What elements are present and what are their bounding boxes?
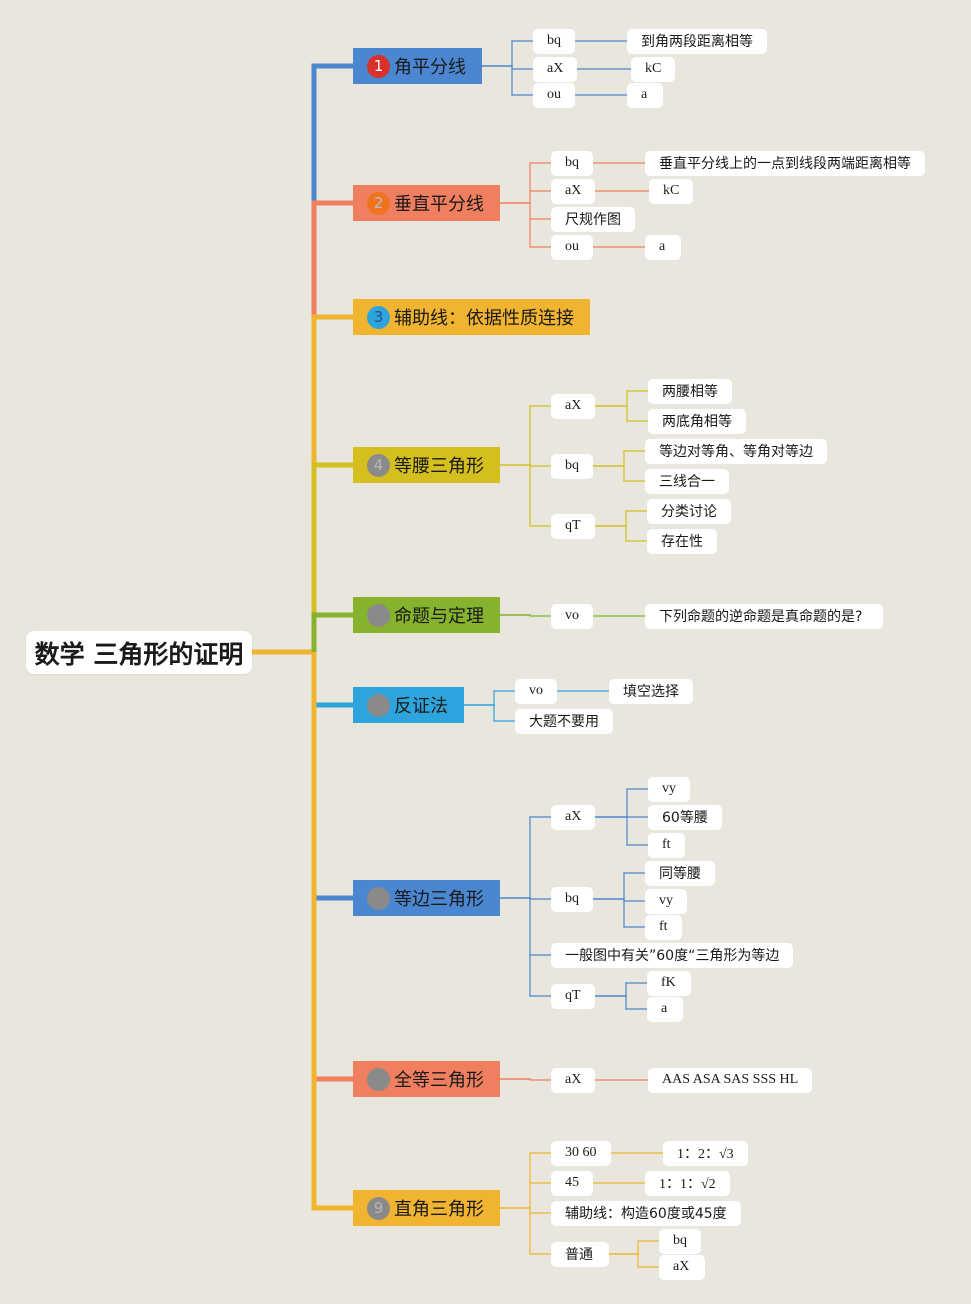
number-badge: 4 [367,453,390,477]
leaf-node[interactable]: 三线合一 [645,468,729,494]
number-badge: 9 [367,1196,390,1220]
branch-node[interactable]: 大题不要用 [515,708,613,734]
number-badge: 2 [367,191,390,215]
branch-node[interactable]: aX [533,56,578,82]
topic-label: 反证法 [394,696,448,717]
trunk-branch-7 [311,652,353,901]
branch-node[interactable]: bq [551,886,593,912]
leaf-node[interactable]: 到角两段距离相等 [627,28,767,54]
leaf-node[interactable]: bq [659,1228,701,1254]
leaf-node[interactable]: 垂直平分线上的一点到线段两端距离相等 [645,150,925,176]
number-badge: 1 [367,54,390,78]
leaf-node[interactable]: vy [648,776,690,802]
branch-node[interactable]: aX [551,1067,596,1093]
branch-node[interactable]: bq [533,28,575,54]
number-badge: 8 [367,1067,390,1091]
leaf-node[interactable]: 分类讨论 [647,498,731,524]
branch-node[interactable]: bq [551,150,593,176]
leaf-node[interactable]: aX [659,1254,705,1280]
number-badge: 3 [367,305,390,329]
trunk-branch-1 [311,63,353,652]
leaf-node[interactable]: 同等腰 [645,860,715,886]
branch-node[interactable]: 辅助线：构造60度或45度 [551,1200,741,1226]
topic-label: 辅助线：依据性质连接 [394,308,574,329]
trunk-branch-9 [311,652,353,1211]
root-node[interactable]: 数学 三角形的证明 [26,631,252,674]
leaf-node[interactable]: AAS ASA SAS SSS HL [648,1067,813,1093]
number-badge: 6 [367,693,390,717]
branch-node[interactable]: 45 [551,1170,593,1196]
leaf-node[interactable]: ft [645,914,682,940]
leaf-node[interactable]: a [627,82,663,108]
trunk-branch-8 [311,652,353,1082]
branch-node[interactable]: aX [551,178,596,204]
leaf-node[interactable]: a [645,234,681,260]
leaf-node[interactable]: 存在性 [647,528,717,554]
branch-node[interactable]: bq [551,453,593,479]
branch-node[interactable]: 30 60 [551,1140,611,1166]
leaf-node[interactable]: kC [631,56,676,82]
branch-node[interactable]: vo [515,678,557,704]
branch-node[interactable]: aX [551,804,596,830]
trunk-branch-5 [311,612,353,652]
leaf-node[interactable]: ft [648,832,685,858]
leaf-node[interactable]: fK [647,970,691,996]
leaf-node[interactable]: a [647,996,683,1022]
topic-label: 全等三角形 [394,1070,484,1091]
trunk-branch-2 [311,200,353,652]
branch-node[interactable]: aX [551,393,596,419]
trunk-branch-6 [311,652,353,708]
topic-label: 直角三角形 [394,1199,484,1220]
topic-label: 等腰三角形 [394,456,484,477]
number-badge: 5 [367,603,390,627]
branch-node[interactable]: ou [533,82,575,108]
leaf-node[interactable]: vy [645,888,687,914]
leaf-node[interactable]: kC [649,178,694,204]
branch-node[interactable]: vo [551,603,593,629]
leaf-node[interactable]: 填空选择 [609,678,693,704]
topic-label: 角平分线 [394,57,466,78]
trunk-branch-3 [311,314,353,652]
topic-label: 垂直平分线 [394,194,484,215]
trunk-branch-4 [311,462,353,652]
leaf-node[interactable]: 1：2：√3 [663,1140,748,1166]
leaf-node[interactable]: 等边对等角、等角对等边 [645,438,827,464]
branch-node[interactable]: ou [551,234,593,260]
topic-label: 等边三角形 [394,889,484,910]
number-badge: 7 [367,886,390,910]
branch-node[interactable]: qT [551,513,595,539]
branch-node[interactable]: 一般图中有关”60度“三角形为等边 [551,942,794,968]
leaf-node[interactable]: 1：1：√2 [645,1170,730,1196]
branch-node[interactable]: qT [551,983,595,1009]
leaf-node[interactable]: 下列命题的逆命题是真命题的是? [645,603,883,629]
leaf-node[interactable]: 两底角相等 [648,408,746,434]
leaf-node[interactable]: 60等腰 [648,804,722,830]
topic-label: 命题与定理 [394,606,484,627]
branch-node[interactable]: 普通 [551,1241,609,1267]
leaf-node[interactable]: 两腰相等 [648,378,732,404]
branch-node[interactable]: 尺规作图 [551,206,635,232]
